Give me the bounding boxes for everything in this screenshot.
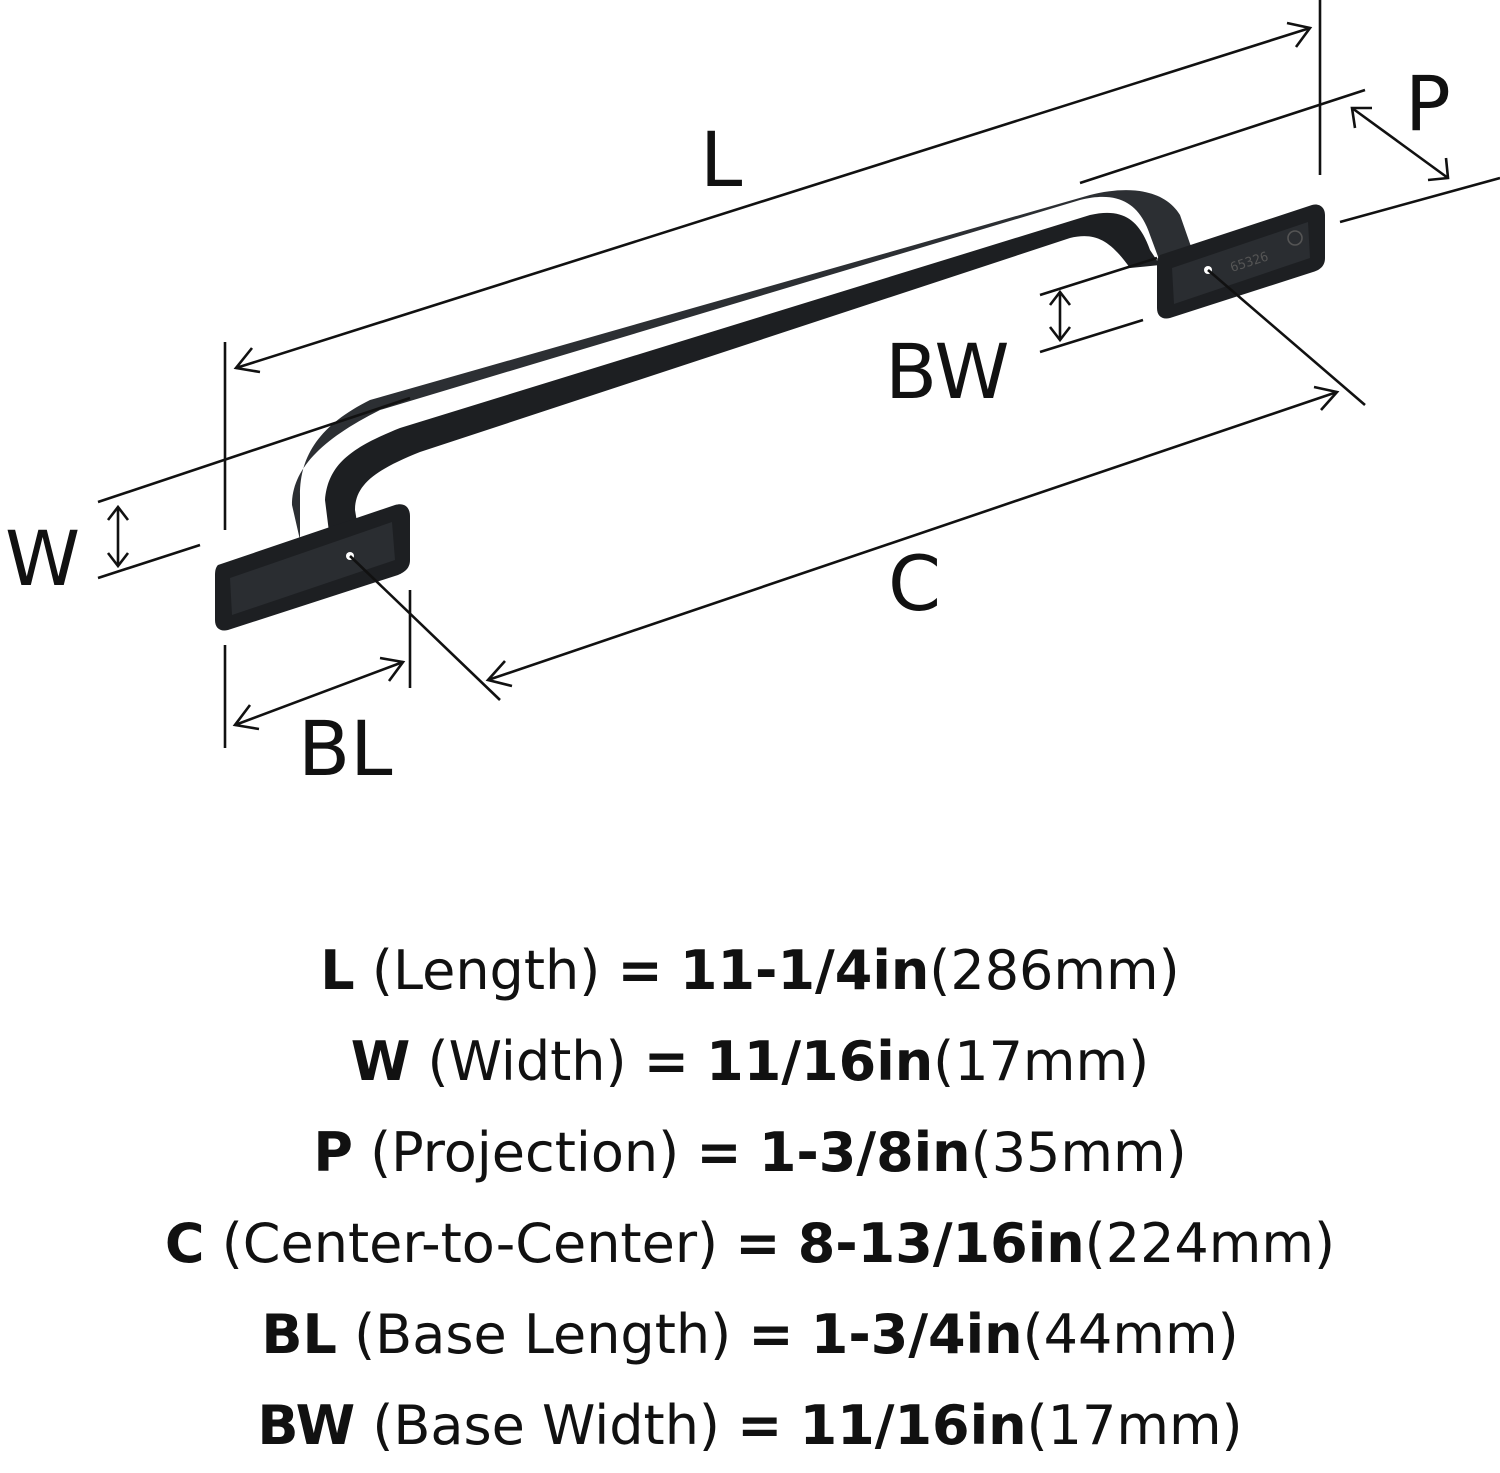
length-dimension <box>223 0 1322 530</box>
spec-imperial: 11/16in <box>799 1394 1027 1457</box>
handle-right-base-inner <box>1172 222 1310 304</box>
spec-equals: = <box>617 939 663 1002</box>
spec-row-projection: P (Projection) = 1-3/8in(35mm) <box>0 1107 1500 1198</box>
spec-name: (Center-to-Center) <box>221 1212 719 1275</box>
specification-list: L (Length) = 11-1/4in(286mm) W (Width) =… <box>0 925 1500 1471</box>
spec-abbr: BW <box>257 1394 356 1457</box>
spec-abbr: BL <box>261 1303 337 1366</box>
center-to-center-dimension <box>349 269 1366 701</box>
spec-metric: (35mm) <box>970 1121 1187 1184</box>
projection-dimension <box>1079 88 1500 224</box>
spec-imperial: 1-3/4in <box>810 1303 1023 1366</box>
base-width-dimension <box>1039 256 1158 354</box>
spec-equals: = <box>748 1303 794 1366</box>
spec-name: (Base Length) <box>354 1303 732 1366</box>
label-BL: BL <box>298 704 392 793</box>
spec-abbr: C <box>164 1212 205 1275</box>
spec-imperial: 1-3/8in <box>758 1121 971 1184</box>
spec-name: (Length) <box>371 939 601 1002</box>
spec-row-center-to-center: C (Center-to-Center) = 8-13/16in(224mm) <box>0 1198 1500 1289</box>
handle-logo-mark <box>1287 230 1303 246</box>
label-C: C <box>888 539 941 628</box>
spec-equals: = <box>643 1030 689 1093</box>
spec-name: (Width) <box>427 1030 627 1093</box>
spec-equals: = <box>696 1121 742 1184</box>
spec-row-length: L (Length) = 11-1/4in(286mm) <box>0 925 1500 1016</box>
label-BW: BW <box>885 327 1010 416</box>
spec-row-base-length: BL (Base Length) = 1-3/4in(44mm) <box>0 1289 1500 1380</box>
spec-metric: (44mm) <box>1022 1303 1239 1366</box>
spec-abbr: W <box>350 1030 411 1093</box>
spec-name: (Base Width) <box>372 1394 720 1457</box>
label-W: W <box>5 514 80 603</box>
base-length-dimension <box>223 590 412 748</box>
width-dimension <box>97 396 411 580</box>
cabinet-pull-handle: 65326 <box>215 190 1325 631</box>
handle-bar-top <box>325 212 1160 540</box>
label-P: P <box>1405 59 1451 148</box>
handle-bar-rear <box>292 190 1195 540</box>
spec-metric: (17mm) <box>933 1030 1150 1093</box>
spec-metric: (224mm) <box>1084 1212 1336 1275</box>
spec-imperial: 8-13/16in <box>797 1212 1085 1275</box>
spec-abbr: P <box>313 1121 353 1184</box>
spec-imperial: 11/16in <box>706 1030 934 1093</box>
spec-row-base-width: BW (Base Width) = 11/16in(17mm) <box>0 1380 1500 1471</box>
spec-row-width: W (Width) = 11/16in(17mm) <box>0 1016 1500 1107</box>
spec-equals: = <box>737 1394 783 1457</box>
handle-left-base-inner <box>230 522 395 615</box>
spec-metric: (17mm) <box>1026 1394 1243 1457</box>
label-L: L <box>700 115 742 204</box>
spec-equals: = <box>735 1212 781 1275</box>
dimension-diagram: 65326 L P BW W <box>5 0 1500 793</box>
spec-metric: (286mm) <box>929 939 1180 1002</box>
spec-name: (Projection) <box>370 1121 680 1184</box>
spec-imperial: 11-1/4in <box>679 939 930 1002</box>
spec-abbr: L <box>320 939 355 1002</box>
